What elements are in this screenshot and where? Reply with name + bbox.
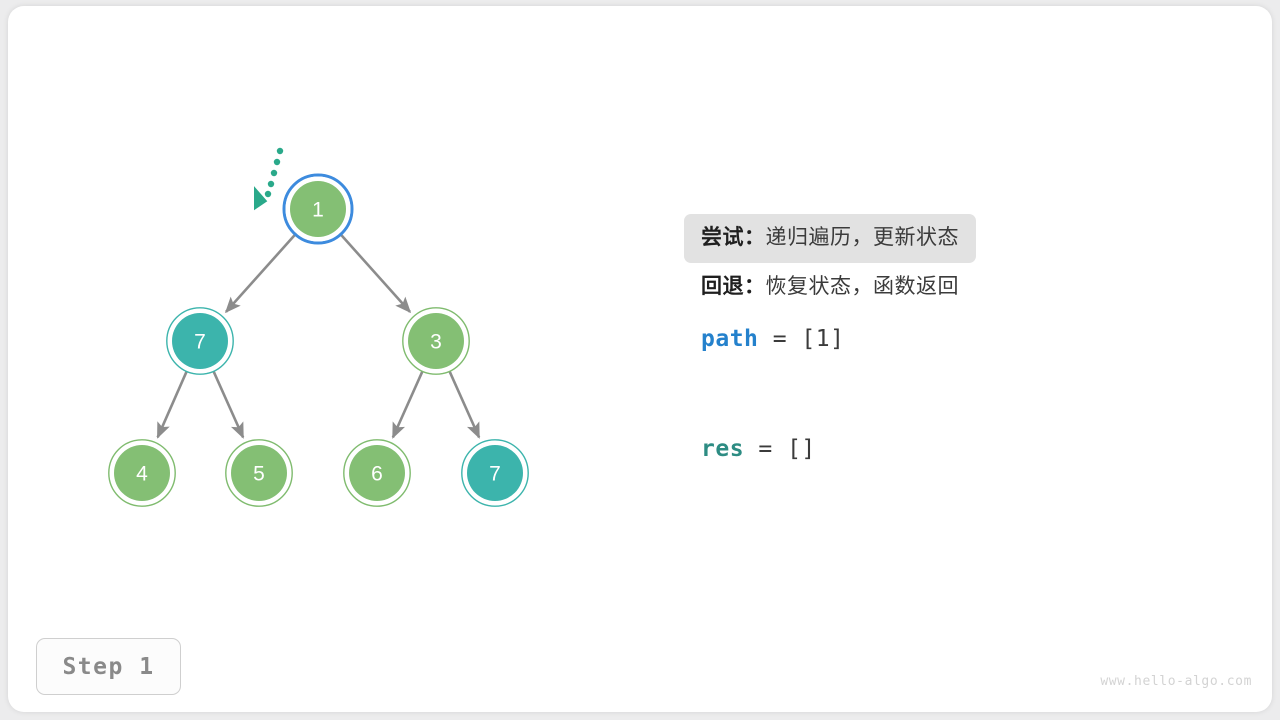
node-gap-ring	[462, 440, 528, 506]
pointer-trail-dot	[276, 147, 284, 155]
node-outer-ring	[108, 439, 176, 507]
tree-edges	[156, 231, 481, 439]
node-highlight-ring	[282, 173, 354, 245]
path-variable-value: = [1]	[758, 326, 845, 352]
tree-nodes: 1 7 3 4 5 6 7	[108, 173, 529, 507]
node-circle	[172, 313, 228, 369]
node-outer-ring	[343, 439, 411, 507]
node-label: 3	[430, 331, 442, 354]
node-label: 7	[194, 331, 206, 354]
tree-node-6: 6	[343, 439, 411, 507]
node-outer-ring	[166, 307, 234, 375]
pointer-trail-dot	[273, 158, 281, 166]
tree-edge	[391, 369, 425, 439]
node-circle	[408, 313, 464, 369]
site-watermark: www.hello-algo.com	[1100, 674, 1252, 689]
node-circle	[231, 445, 287, 501]
try-annotation: 尝试：递归遍历，更新状态	[684, 214, 976, 263]
node-label: 4	[136, 463, 148, 486]
node-circle	[114, 445, 170, 501]
tree-node-3: 3	[402, 307, 470, 375]
tree-edge	[156, 369, 189, 439]
tree-edge	[224, 231, 298, 314]
backtrack-label: 回退：	[701, 275, 766, 298]
path-variable-name: path	[701, 326, 759, 352]
node-outer-ring	[225, 439, 293, 507]
node-circle	[290, 181, 346, 237]
node-gap-ring	[167, 308, 233, 374]
node-outer-ring	[461, 439, 529, 507]
pointer-trail-dot	[270, 169, 278, 177]
node-label: 1	[312, 199, 324, 222]
node-gap-ring	[403, 308, 469, 374]
node-label: 7	[489, 463, 501, 486]
step-badge: Step 1	[36, 638, 181, 695]
node-gap-ring	[226, 440, 292, 506]
node-circle	[349, 445, 405, 501]
tree-edge	[447, 369, 481, 439]
try-text: 递归遍历，更新状态	[765, 226, 959, 249]
node-label: 6	[371, 463, 383, 486]
node-gap-ring	[109, 440, 175, 506]
res-variable-name: res	[701, 436, 745, 462]
step-label: Step 1	[62, 653, 155, 680]
tree-edge	[211, 369, 245, 439]
tree-node-1: 1	[282, 173, 354, 245]
res-variable-value: = []	[744, 436, 816, 462]
recursion-pointer-icon	[254, 147, 284, 211]
node-gap-ring	[285, 176, 351, 242]
tree-node-4: 4	[108, 439, 176, 507]
backtrack-annotation: 回退：恢复状态，函数返回	[684, 263, 1224, 312]
tree-node-5: 5	[225, 439, 293, 507]
pointer-arrowhead	[254, 186, 268, 211]
path-variable-row: path = [1]	[684, 322, 1224, 356]
pointer-trail-dot	[264, 190, 272, 198]
node-gap-ring	[344, 440, 410, 506]
state-info-panel: 尝试：递归遍历，更新状态 回退：恢复状态，函数返回 path = [1] res…	[684, 214, 1224, 466]
try-label: 尝试：	[701, 226, 766, 249]
node-label: 5	[253, 463, 265, 486]
tree-edge	[338, 231, 412, 314]
backtrack-text: 恢复状态，函数返回	[765, 275, 959, 298]
node-outer-ring	[402, 307, 470, 375]
tree-node-7: 7	[461, 439, 529, 507]
tree-node-7: 7	[166, 307, 234, 375]
pointer-trail-dot	[267, 180, 275, 188]
node-circle	[467, 445, 523, 501]
try-row: 尝试：递归遍历，更新状态	[684, 214, 1224, 263]
res-variable-row: res = []	[684, 432, 1224, 466]
